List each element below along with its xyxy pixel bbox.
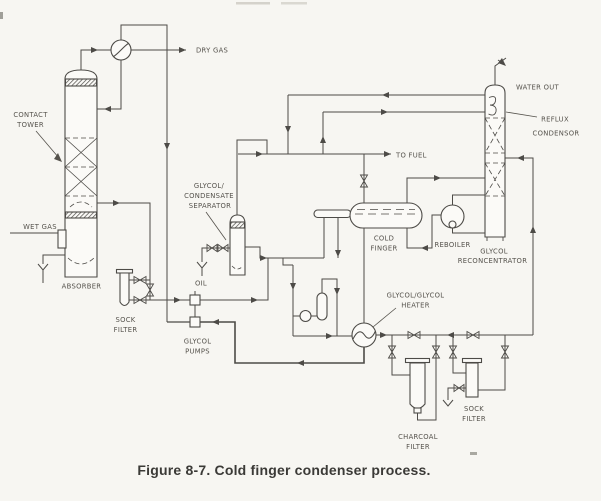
label-to-fuel: TO FUEL xyxy=(395,152,427,160)
flow-arrows xyxy=(91,47,536,366)
svg-text:SEPARATOR: SEPARATOR xyxy=(189,202,231,210)
label-sock-filter-2: SOCK xyxy=(464,405,484,413)
valves xyxy=(133,174,510,393)
condensate-separator xyxy=(229,214,246,276)
label-absorber: ABSORBER xyxy=(62,283,102,291)
glycol-glycol-heater-icon xyxy=(351,322,377,348)
svg-text:RECONCENTRATOR: RECONCENTRATOR xyxy=(458,257,527,265)
label-reboiler: REBOILER xyxy=(434,241,470,249)
aux-pump-and-pot xyxy=(299,292,328,323)
label-oil: OIL xyxy=(195,280,207,288)
svg-text:PUMPS: PUMPS xyxy=(185,348,210,356)
scan-artifacts xyxy=(0,2,477,455)
label-charcoal-filter: CHARCOAL xyxy=(398,433,438,441)
label-heater: GLYCOL/GLYCOL xyxy=(387,292,445,300)
gas-gas-exchanger-icon xyxy=(110,39,132,61)
label-dry-gas: DRY GAS xyxy=(196,47,228,55)
label-cold-finger: COLD xyxy=(374,235,394,243)
sock-filter-2 xyxy=(461,357,483,398)
valve-icons-horizontal xyxy=(133,243,480,393)
figure-caption: Figure 8-7. Cold finger condenser proces… xyxy=(137,462,431,478)
reboiler-icon xyxy=(440,204,465,229)
equipment xyxy=(57,39,506,414)
contact-tower-absorber xyxy=(57,69,98,278)
label-reflux-condensor: REFLUX xyxy=(541,116,569,124)
svg-text:FILTER: FILTER xyxy=(462,415,486,423)
svg-text:FINGER: FINGER xyxy=(370,245,397,253)
cold-finger-vessel xyxy=(313,202,423,229)
label-glycol-pumps: GLYCOL xyxy=(184,338,212,346)
diagram-labels: DRY GAS CONTACT TOWER WET GAS ABSORBER S… xyxy=(13,47,579,452)
reconcentrator-column xyxy=(484,84,506,241)
leader-arrowhead xyxy=(54,153,62,162)
svg-text:TOWER: TOWER xyxy=(16,121,44,129)
svg-text:FILTER: FILTER xyxy=(406,443,430,451)
label-leaders xyxy=(35,111,538,328)
svg-text:CONDENSATE: CONDENSATE xyxy=(184,192,234,200)
label-water-out: WATER OUT xyxy=(516,84,560,92)
label-separator: GLYCOL/ xyxy=(194,182,225,190)
glycol-pumps-icons xyxy=(189,294,201,328)
wet-gas-nozzle xyxy=(57,229,67,249)
label-sock-filter-1: SOCK xyxy=(115,316,135,324)
label-contact-tower: CONTACT xyxy=(13,111,48,119)
cold-finger-tube xyxy=(313,209,352,219)
svg-text:HEATER: HEATER xyxy=(401,302,430,310)
valve-icons-vertical xyxy=(145,174,510,359)
sock-filter-1 xyxy=(115,268,134,307)
label-reconcentrator: GLYCOL xyxy=(480,248,508,256)
label-wet-gas: WET GAS xyxy=(23,223,57,231)
svg-text:FILTER: FILTER xyxy=(114,326,138,334)
svg-text:CONDENSOR: CONDENSOR xyxy=(533,130,580,138)
charcoal-filter-vessel xyxy=(404,357,431,414)
reflux-coil xyxy=(488,96,497,116)
